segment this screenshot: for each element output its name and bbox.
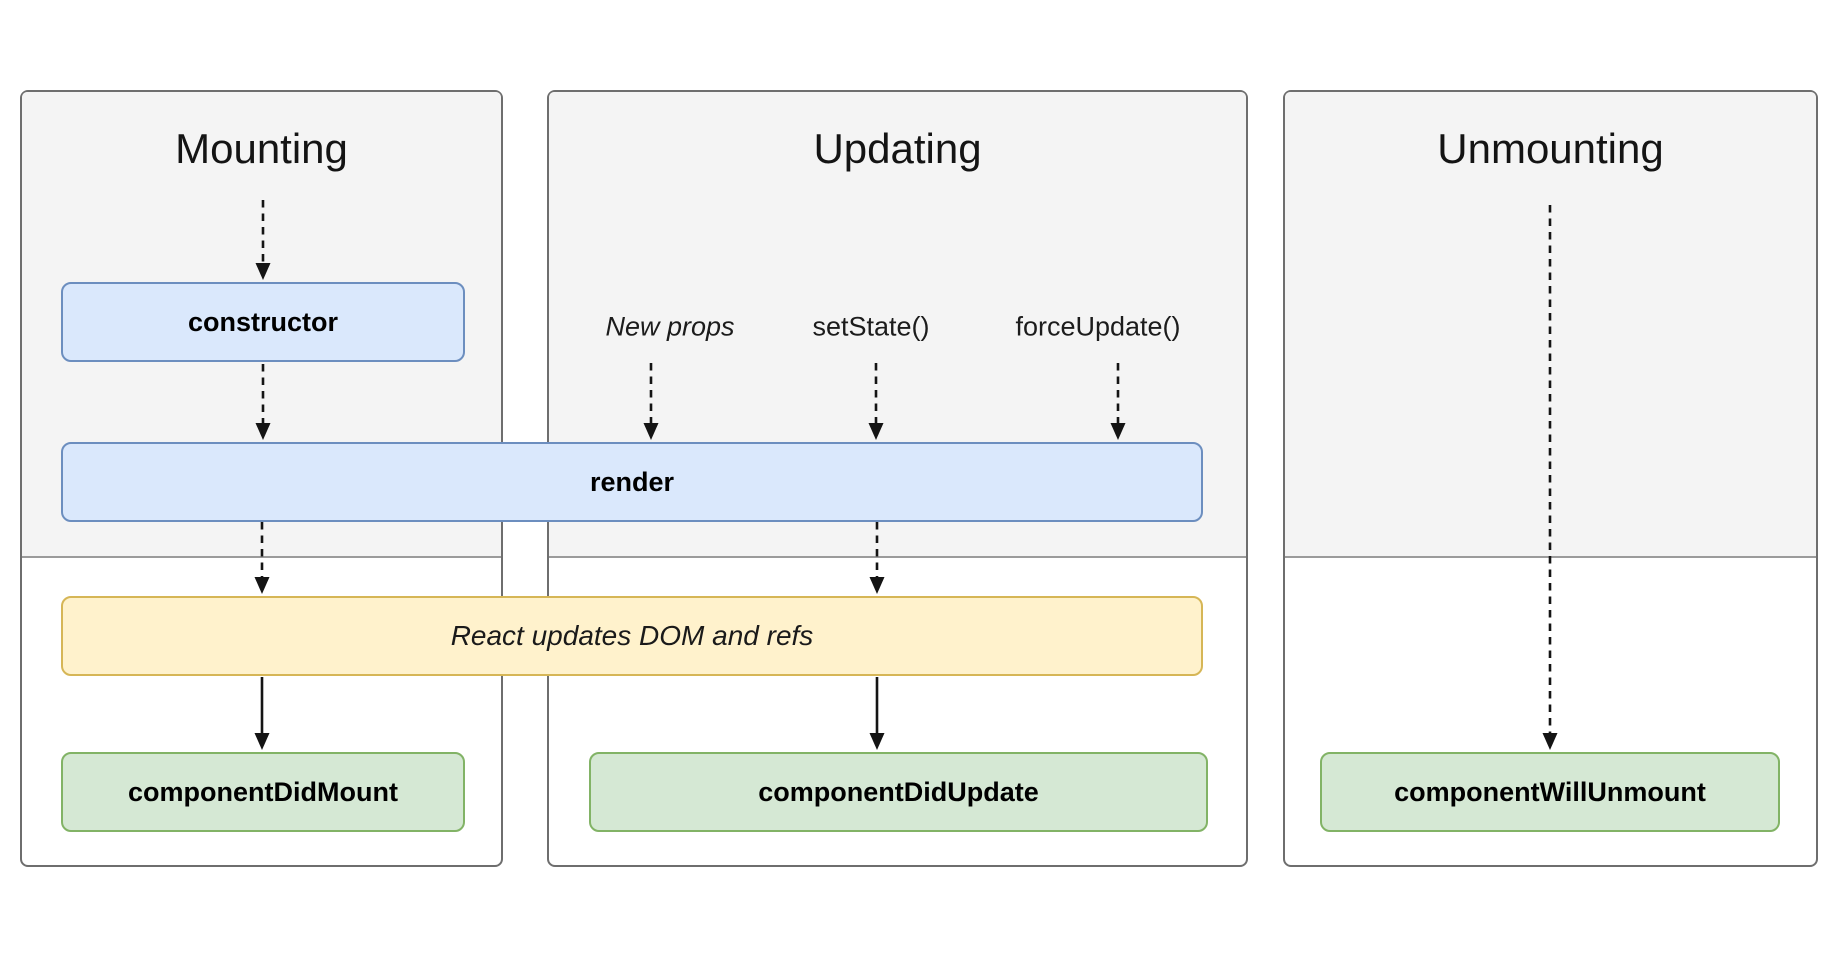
- arrow-constructor-to-render: [255, 364, 271, 440]
- lifecycle-box-constructor[interactable]: constructor: [61, 282, 465, 362]
- arrow-dom-updates-to-componentdidmount: [254, 677, 270, 750]
- react-updates-dom-and-refs-box: React updates DOM and refs: [61, 596, 1203, 676]
- trigger-label-setstate: setState(): [812, 311, 930, 342]
- panel-title-mounting: Mounting: [175, 125, 348, 172]
- arrow-mounting-to-constructor: [255, 200, 271, 280]
- arrow-unmounting-to-componentwillunmount: [1542, 205, 1558, 750]
- arrow-render-to-dom-updates-mounting: [254, 522, 270, 594]
- arrow-dom-updates-to-componentdidupdate: [869, 677, 885, 750]
- lifecycle-box-componentdidupdate[interactable]: componentDidUpdate: [589, 752, 1208, 832]
- arrow-setstate-to-render: [868, 363, 884, 440]
- panel-title-updating: Updating: [813, 125, 982, 172]
- trigger-label-new-props: New props: [605, 311, 735, 342]
- trigger-label-forceupdate: forceUpdate(): [1015, 311, 1181, 342]
- lifecycle-box-render[interactable]: render: [61, 442, 1203, 522]
- panel-title-unmounting: Unmounting: [1437, 125, 1664, 172]
- arrow-render-to-dom-updates-updating: [869, 522, 885, 594]
- arrow-forceupdate-to-render: [1110, 363, 1126, 440]
- lifecycle-box-componentwillunmount[interactable]: componentWillUnmount: [1320, 752, 1780, 832]
- lifecycle-box-componentdidmount[interactable]: componentDidMount: [61, 752, 465, 832]
- arrow-new-props-to-render: [643, 363, 659, 440]
